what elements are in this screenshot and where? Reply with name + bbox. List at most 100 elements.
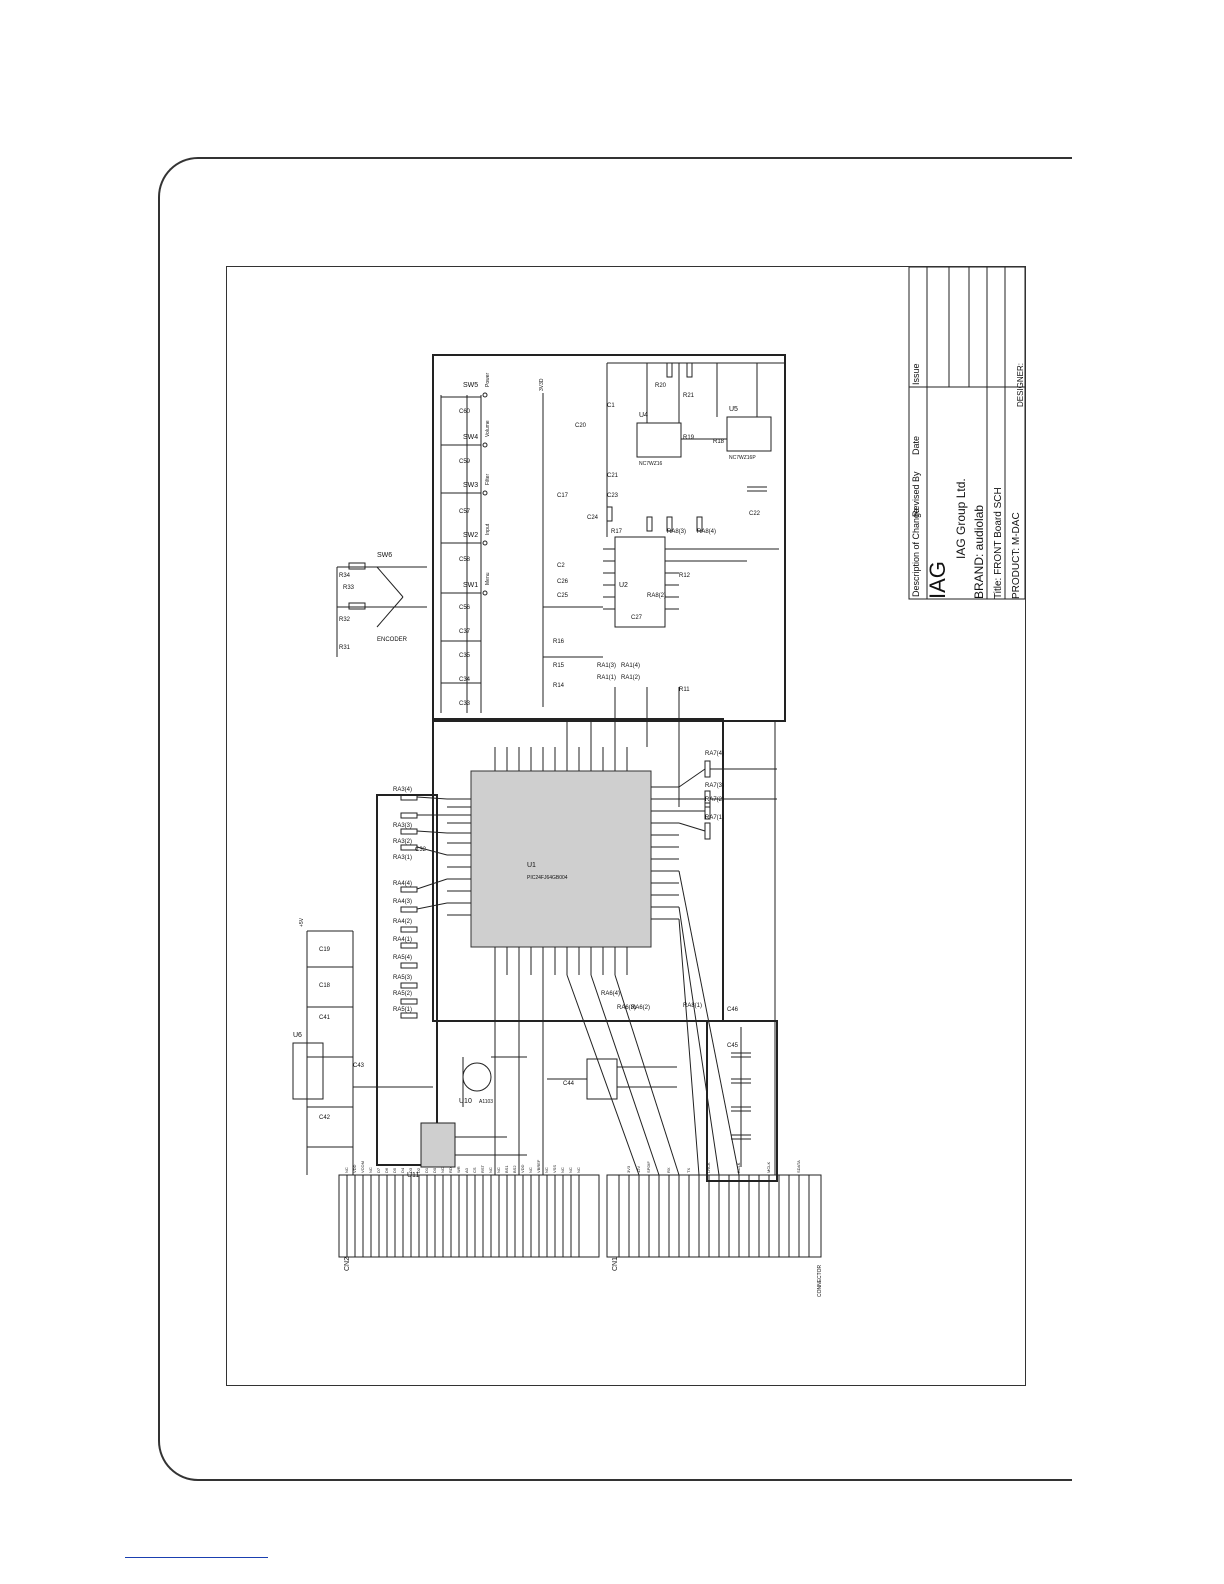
brand-line: BRAND: audiolab <box>972 505 986 599</box>
net-ref: RA5(2) <box>393 991 412 997</box>
switch-row <box>440 392 488 713</box>
cn2-pin: RD <box>448 1167 453 1173</box>
rev-header-issue: Issue <box>911 363 921 385</box>
sw2-ref: SW2 <box>463 532 478 539</box>
cn2-pin: NC <box>496 1167 501 1173</box>
page-frame <box>158 157 1072 1481</box>
title-line: Title: FRONT Board SCH <box>993 487 1004 599</box>
net-ref: RA4(1) <box>393 937 412 943</box>
mcu-part: PIC24FJ64GB004 <box>527 875 568 881</box>
resistor-networks-right <box>678 760 777 840</box>
u6-body <box>292 1042 324 1100</box>
sw5-ref: SW5 <box>463 382 478 389</box>
cap-ref: C37 <box>459 629 471 635</box>
u11-ref: U11 <box>407 1172 419 1179</box>
res-ref: R32 <box>339 617 351 623</box>
u10-part: A1103 <box>479 1099 493 1105</box>
cn2-pin: NC <box>560 1167 565 1173</box>
net-ref: RA1(4) <box>621 663 640 669</box>
u10-body <box>462 1062 492 1092</box>
cn1-signal-labels: 3V3 12V SPDIF RX TX LRCK BCLK MCLK SDATA <box>626 1160 801 1173</box>
u6-ref: U6 <box>293 1032 302 1039</box>
bus-right <box>706 1020 778 1182</box>
net-ref: RA8(3) <box>667 529 686 535</box>
schematic-svg: Issue Date Revised By Description of Cha… <box>292 266 1026 1297</box>
cn2-pin: VCOM <box>360 1161 365 1173</box>
cap-ref: C21 <box>607 473 619 479</box>
component-refs: C33 C34 C35 C37 C56 C58 C57 C59 C60 R31 … <box>319 383 761 1121</box>
encoder-ref: SW6 <box>377 552 392 559</box>
net-ref: RA8(1) <box>683 1003 702 1009</box>
cn2-pins <box>346 1175 580 1257</box>
net-ref: RA8(4) <box>697 529 716 535</box>
net-ref: RA4(2) <box>393 919 412 925</box>
res-ref: R12 <box>679 573 691 579</box>
sw5-label: Power <box>485 372 491 387</box>
cn2-pin: D6 <box>384 1167 389 1173</box>
cn2-pin: A0 <box>464 1167 469 1173</box>
cn2-pin: NC <box>344 1167 349 1173</box>
power-wires <box>292 930 433 1175</box>
cn2-pin: NC <box>544 1167 549 1173</box>
u11-body <box>420 1122 456 1168</box>
res-ref: R18 <box>713 439 725 445</box>
u4-body <box>636 422 682 458</box>
mcu-pins-right <box>651 786 679 920</box>
u2-body <box>614 536 666 628</box>
cn2-pin: VSS <box>552 1165 557 1173</box>
cn2-pin: NC <box>368 1167 373 1173</box>
res-ref: R21 <box>683 393 695 399</box>
cn2-body <box>338 1174 600 1258</box>
cap-ref: C23 <box>607 493 619 499</box>
cn2-pin: NC <box>488 1167 493 1173</box>
res-ref: R17 <box>611 529 623 535</box>
net-ref: RA3(1) <box>393 855 412 861</box>
cn2-pin: D4 <box>400 1167 405 1173</box>
product-line: PRODUCT: M-DAC <box>1011 512 1022 599</box>
cn2-pin-labels: NC VDD VCOM NC D7 D6 D5 D4 D3 D2 D1 D0 N… <box>344 1159 581 1173</box>
sw1-ref: SW1 <box>463 582 478 589</box>
cn1-signal: 12V <box>636 1166 641 1173</box>
cn2-pin: D3 <box>408 1167 413 1173</box>
cn2-pin: D1 <box>424 1167 429 1173</box>
sw4-ref: SW4 <box>463 434 478 441</box>
cap-ref: C2 <box>557 563 565 569</box>
mcu-pins-top <box>494 747 628 771</box>
right-caps <box>731 1027 751 1167</box>
cap-ref: C46 <box>727 1007 739 1013</box>
cn2-pin: VDD <box>352 1164 357 1173</box>
res-ref: R19 <box>683 435 695 441</box>
cap-ref: C41 <box>319 1015 331 1021</box>
net-ref: RA3(2) <box>393 839 412 845</box>
cn2-pin: VDD <box>520 1164 525 1173</box>
designer-line: DESIGNER: <box>1016 363 1025 407</box>
cn2-pin: NC <box>568 1167 573 1173</box>
company-name: IAG Group Ltd. <box>954 478 968 559</box>
res-ref: R11 <box>679 687 690 693</box>
sensor-cluster <box>420 1056 677 1168</box>
res-ref: R14 <box>553 683 565 689</box>
cn2-pin: WR <box>456 1166 461 1173</box>
cn1-signal: SPDIF <box>646 1161 651 1173</box>
mcu-pins-bottom <box>494 947 628 975</box>
res-ref: R33 <box>343 585 355 591</box>
mcu-ref: U1 <box>527 862 536 869</box>
res-ref: R20 <box>655 383 667 389</box>
resistor-networks-left <box>400 794 448 1019</box>
cn1-ref: CN1 <box>612 1257 619 1271</box>
cap-ref: C43 <box>353 1063 365 1069</box>
cap-ref: C19 <box>319 947 331 953</box>
u2-pins <box>603 548 679 610</box>
mcu-zone <box>432 718 724 1022</box>
encoder-label: ENCODER <box>377 637 408 643</box>
cap-ref: C27 <box>631 615 643 621</box>
cap-ref: C32 <box>415 847 427 853</box>
cn1-pins <box>618 1175 810 1257</box>
cap-ref: C17 <box>557 493 569 499</box>
net-ref: RA3(4) <box>393 787 412 793</box>
rev-header-revised: Revised By <box>911 471 921 517</box>
u2-ref: U2 <box>619 582 628 589</box>
cn2-pin: D7 <box>376 1167 381 1173</box>
cap-ref: C26 <box>557 579 569 585</box>
encoder-area <box>336 562 427 657</box>
